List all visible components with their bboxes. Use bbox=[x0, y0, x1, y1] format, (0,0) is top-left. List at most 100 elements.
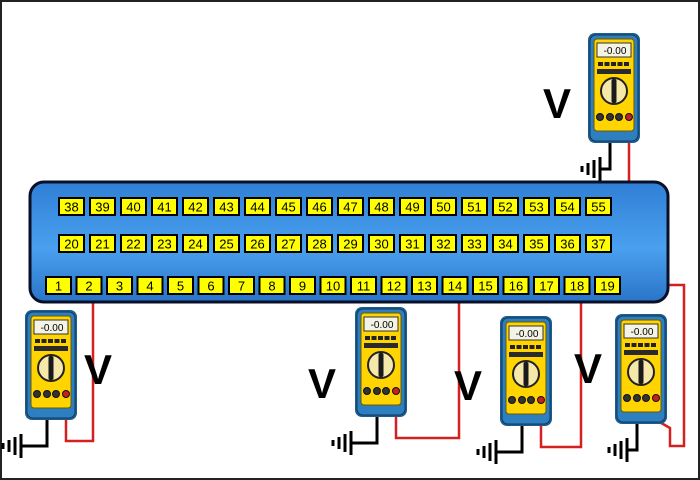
pin-3: 3 bbox=[106, 276, 133, 295]
pin-fill bbox=[184, 236, 207, 251]
meter-jack bbox=[652, 394, 660, 402]
pin-label: 15 bbox=[478, 279, 492, 294]
pin-label: 3 bbox=[116, 279, 123, 294]
pin-36: 36 bbox=[554, 234, 581, 253]
pin-fill bbox=[443, 278, 467, 293]
voltage-symbol: V bbox=[84, 346, 112, 393]
voltage-symbol: V bbox=[454, 362, 482, 409]
pin-44: 44 bbox=[244, 197, 271, 216]
meter-pin-18: -0.00V bbox=[454, 316, 552, 426]
pin-fill bbox=[494, 236, 517, 251]
pin-fill bbox=[215, 236, 238, 251]
pin-fill bbox=[339, 236, 362, 251]
pin-20: 20 bbox=[58, 234, 85, 253]
pin-fill bbox=[596, 278, 619, 293]
pin-fill bbox=[370, 199, 393, 214]
pin-52: 52 bbox=[492, 197, 519, 216]
pin-fill bbox=[47, 278, 70, 293]
meter-key bbox=[378, 336, 383, 340]
meter-dial-pointer bbox=[378, 353, 384, 377]
meter-reading: -0.00 bbox=[41, 323, 64, 334]
pin-10: 10 bbox=[319, 276, 347, 295]
pin-label: 23 bbox=[157, 237, 171, 252]
pin-23: 23 bbox=[151, 234, 178, 253]
pin-fill bbox=[77, 278, 101, 293]
pin-label: 40 bbox=[126, 200, 140, 215]
meter-key bbox=[536, 345, 541, 349]
pin-label: 51 bbox=[467, 200, 481, 215]
pin-26: 26 bbox=[244, 234, 271, 253]
ground-symbols bbox=[1, 139, 639, 464]
pin-label: 28 bbox=[312, 237, 326, 252]
pin-54: 54 bbox=[554, 197, 581, 216]
meter-key bbox=[523, 345, 528, 349]
pin-label: 5 bbox=[177, 279, 184, 294]
pin-label: 30 bbox=[374, 237, 388, 252]
meter-dial-pointer bbox=[638, 360, 644, 384]
meter-range-band bbox=[34, 346, 68, 351]
ground-symbol bbox=[1, 416, 49, 458]
pin-32: 32 bbox=[430, 234, 457, 253]
ground-symbol bbox=[580, 139, 612, 181]
ground-wire bbox=[600, 139, 612, 171]
pin-7: 7 bbox=[228, 276, 255, 295]
pin-21: 21 bbox=[89, 234, 116, 253]
meter-jack bbox=[382, 387, 390, 395]
pin-55: 55 bbox=[585, 197, 612, 216]
pin-40: 40 bbox=[120, 197, 147, 216]
pin-fill bbox=[339, 199, 362, 214]
meter-key bbox=[631, 343, 637, 347]
pin-fill bbox=[556, 236, 579, 251]
pin-fill bbox=[432, 199, 455, 214]
pin-label: 25 bbox=[219, 237, 233, 252]
meter-jack bbox=[596, 113, 604, 121]
pin-label: 49 bbox=[405, 200, 419, 215]
pin-label: 35 bbox=[529, 237, 543, 252]
pin-fill bbox=[463, 199, 486, 214]
pin-fill bbox=[525, 199, 548, 214]
pin-2: 2 bbox=[75, 276, 103, 295]
pin-39: 39 bbox=[89, 197, 116, 216]
pin-48: 48 bbox=[368, 197, 395, 216]
pin-label: 27 bbox=[281, 237, 295, 252]
pin-label: 53 bbox=[529, 200, 543, 215]
probe-wire-pin-2 bbox=[64, 293, 95, 443]
meter-jack bbox=[537, 396, 545, 404]
pin-label: 41 bbox=[157, 200, 171, 215]
pin-11: 11 bbox=[350, 276, 377, 295]
pin-fill bbox=[138, 278, 162, 293]
ground-symbol bbox=[607, 420, 639, 462]
ground-symbol bbox=[331, 413, 379, 455]
pin-fill bbox=[260, 278, 284, 293]
pin-label: 39 bbox=[95, 200, 109, 215]
pin-fill bbox=[525, 236, 548, 251]
pin-fill bbox=[413, 278, 436, 293]
meter-dial-pointer bbox=[48, 356, 54, 380]
pin-51: 51 bbox=[461, 197, 488, 216]
pin-22: 22 bbox=[120, 234, 147, 253]
meter-jack bbox=[33, 390, 41, 398]
pin-label: 1 bbox=[55, 279, 62, 294]
meter-reading: -0.00 bbox=[516, 329, 539, 340]
pin-fill bbox=[401, 199, 424, 214]
pin-fill bbox=[91, 199, 114, 214]
pin-42: 42 bbox=[182, 197, 209, 216]
pin-30: 30 bbox=[368, 234, 395, 253]
meter-jack bbox=[615, 113, 623, 121]
pin-label: 46 bbox=[312, 200, 326, 215]
pin-label: 21 bbox=[95, 237, 109, 252]
pin-16: 16 bbox=[502, 276, 530, 295]
meter-pin-14: -0.00V bbox=[308, 307, 407, 417]
voltage-symbol: V bbox=[574, 345, 602, 392]
voltage-symbol: V bbox=[543, 80, 571, 127]
pin-label: 20 bbox=[64, 237, 78, 252]
meter-key bbox=[611, 62, 616, 66]
pin-label: 2 bbox=[85, 279, 92, 294]
meter-key bbox=[61, 339, 66, 343]
meter-display bbox=[508, 325, 544, 341]
meter-key bbox=[598, 62, 603, 66]
pin-label: 31 bbox=[405, 237, 419, 252]
pin-fill bbox=[108, 278, 131, 293]
pin-19: 19 bbox=[594, 276, 621, 295]
pin-fill bbox=[60, 236, 83, 251]
